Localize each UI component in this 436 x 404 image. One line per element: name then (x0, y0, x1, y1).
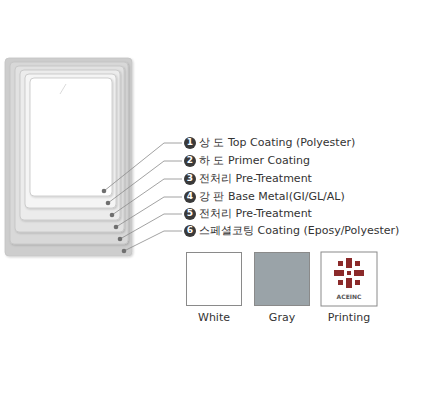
printing-sample (321, 252, 377, 306)
layer-dot (114, 225, 119, 230)
legend-label: White (198, 312, 230, 324)
legend-swatch (186, 252, 242, 306)
number-bullets (184, 137, 196, 237)
number-bullet (184, 155, 196, 167)
layer-dot (106, 201, 111, 206)
leader-line (124, 231, 182, 251)
callout-number: 1 (187, 138, 193, 148)
logo-mark (334, 258, 364, 288)
layer-dot (102, 189, 107, 194)
legend-label: Printing (328, 312, 370, 324)
leader-lines (102, 143, 182, 253)
layer-label: 전처리 Pre-Treatment (199, 173, 312, 185)
number-bullet (184, 225, 196, 237)
callout-number: 2 (187, 156, 193, 166)
layer-label: 상 도 Top Coating (Polyester) (199, 137, 355, 149)
layer-dot (122, 249, 127, 254)
callout-number: 4 (187, 192, 193, 202)
sheet-layer (30, 78, 112, 196)
callout-number: 3 (187, 174, 193, 184)
layer-label: 전처리 Pre-Treatment (199, 208, 312, 220)
sheet-layer (25, 74, 116, 208)
sheet-mark (60, 84, 66, 94)
legend-swatch (254, 252, 310, 306)
legend-label: Gray (269, 312, 295, 324)
leader-line (120, 214, 182, 239)
sheet-layer (10, 62, 128, 244)
layer-label: 하 도 Primer Coating (199, 155, 310, 167)
layer-dot (110, 213, 115, 218)
sheet-layer (20, 70, 120, 220)
layer-label: 스페셜코팅 Coating (Eposy/Polyester) (199, 225, 399, 237)
callout-number: 5 (187, 209, 193, 219)
layer-dot (118, 237, 123, 242)
leader-line (104, 143, 182, 191)
logo-text: ACEINC (337, 294, 362, 301)
number-bullet (184, 137, 196, 149)
sheet-layer (15, 66, 124, 232)
number-bullet (184, 191, 196, 203)
number-bullet (184, 173, 196, 185)
layer-label: 강 판 Base Metal(GI/GL/AL) (199, 191, 345, 203)
sheet-stack (5, 58, 132, 256)
number-bullet (184, 208, 196, 220)
callout-number: 6 (187, 226, 193, 236)
printing-frame (321, 252, 377, 306)
sheet-layer (5, 58, 132, 256)
